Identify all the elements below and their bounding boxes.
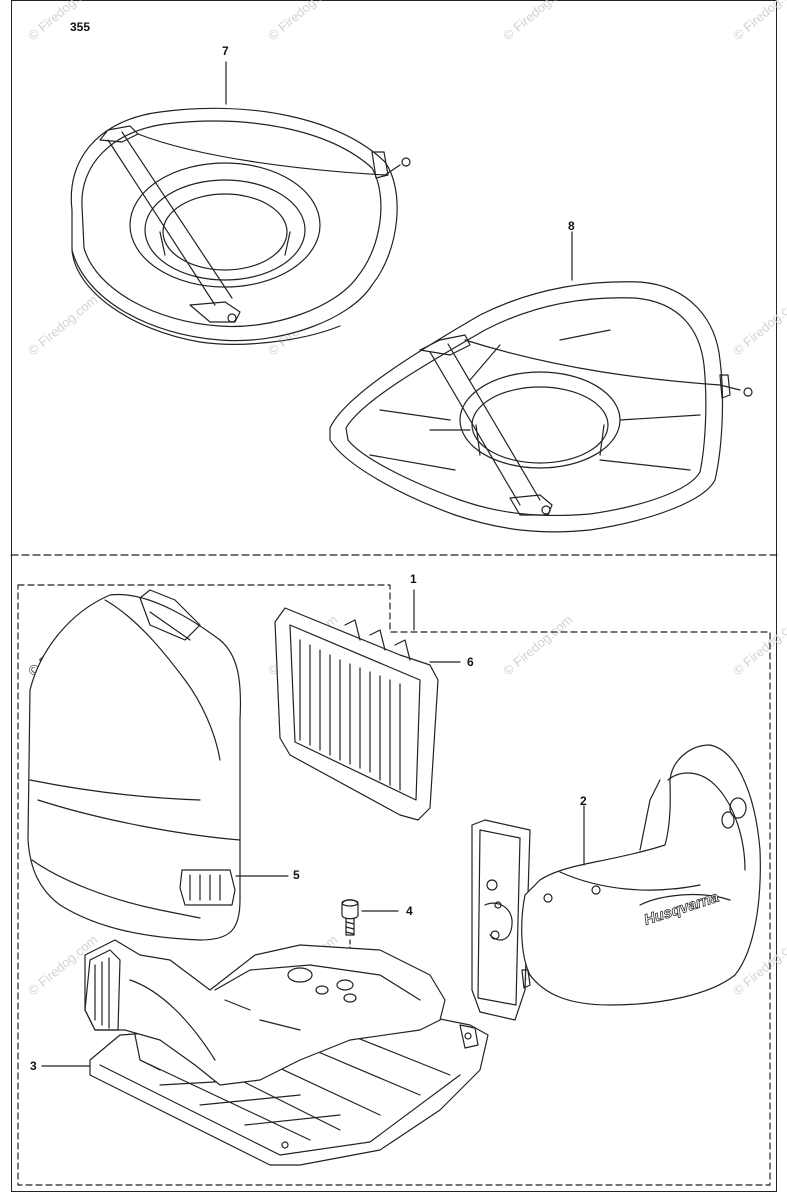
part-6-filter xyxy=(274,607,439,821)
part-5-filter-cover xyxy=(27,589,242,941)
callout-1: 1 xyxy=(410,572,417,586)
part-8-shroud xyxy=(329,281,753,533)
part-3-base xyxy=(84,939,489,1166)
part-7-shroud xyxy=(70,107,411,345)
kit-boundary xyxy=(17,584,771,1186)
callout-2: 2 xyxy=(580,794,587,808)
page-number: 355 xyxy=(70,20,91,34)
callout-7: 7 xyxy=(222,44,229,58)
callout-5: 5 xyxy=(293,868,300,882)
callout-6: 6 xyxy=(467,655,474,669)
page-frame xyxy=(11,0,777,1192)
callout-8: 8 xyxy=(568,219,575,233)
callout-4: 4 xyxy=(406,904,413,918)
part-4-screw xyxy=(341,899,359,936)
part-2-cover xyxy=(471,744,761,1021)
callout-3: 3 xyxy=(30,1059,37,1073)
